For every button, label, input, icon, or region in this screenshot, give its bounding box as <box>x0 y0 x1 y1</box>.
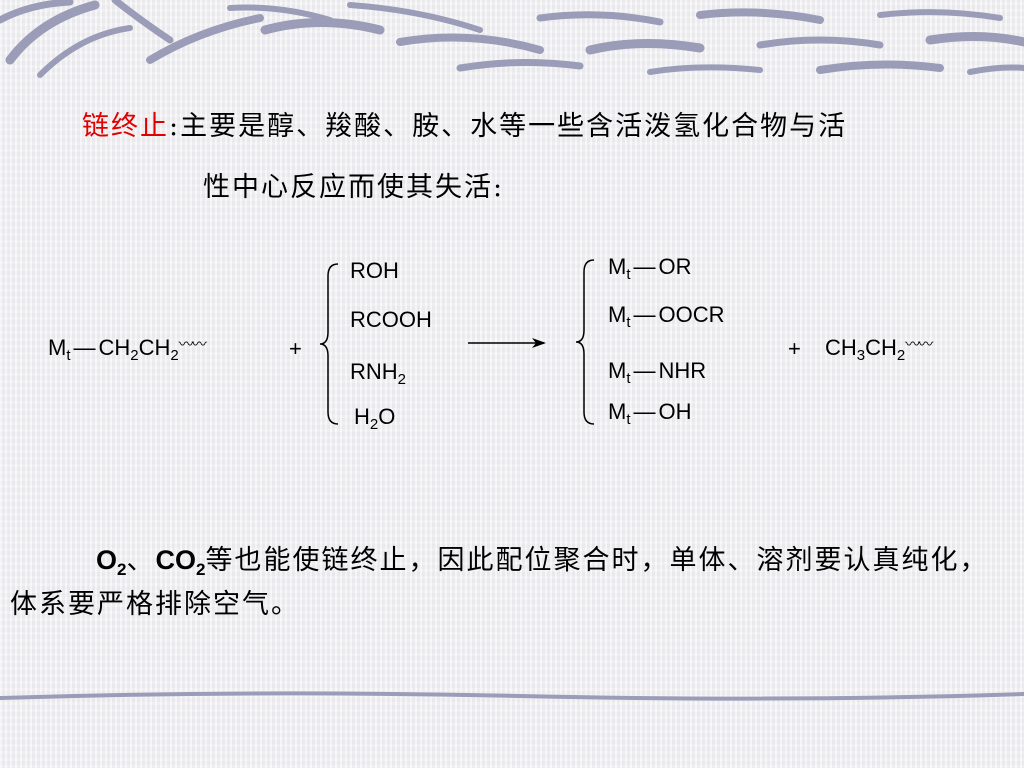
paragraph-oxygen-co2: O2、CO2等也能使链终止，因此配位聚合时，单体、溶剂要认真纯化，体系要严格排除… <box>10 538 1015 627</box>
oxygen-formula: O2 <box>96 545 126 578</box>
subscript: 2 <box>170 347 179 364</box>
oxygen-symbol: O <box>96 545 118 575</box>
decorative-wave-band <box>0 0 1024 78</box>
metal-symbol: M <box>608 399 627 424</box>
subscript: 2 <box>195 560 206 579</box>
subscript: 2 <box>369 416 379 433</box>
separator: 、 <box>126 545 156 576</box>
polymer-chain-wavy: 〰〰 <box>905 336 933 353</box>
reagent-main: H <box>354 404 370 429</box>
plus-sign: + <box>788 336 801 361</box>
paragraph2-text: 等也能使链终止，因此配位聚合时，单体、溶剂要认真纯化，体系要严格排除空气。 <box>10 545 989 620</box>
product-alkoxide: Mt—OR <box>608 254 692 283</box>
metal-symbol: M <box>608 358 627 383</box>
ch-group: CH <box>98 335 131 360</box>
product-group: OOCR <box>658 302 725 327</box>
product-carboxylate: Mt—OOCR <box>608 302 725 331</box>
left-brace-reagents <box>319 263 339 425</box>
bond-dash: — <box>73 335 96 360</box>
ch-group: CH <box>825 335 857 360</box>
metal-subscript: t <box>626 370 631 387</box>
co-symbol: CO <box>155 545 196 575</box>
bond-dash: — <box>633 254 656 279</box>
plus-sign: + <box>289 336 302 361</box>
polymer-chain-wavy: 〰〰 <box>178 336 207 353</box>
product-group: NHR <box>658 358 707 383</box>
left-brace-products <box>575 259 595 425</box>
reagent-water: H2O <box>354 404 396 433</box>
reagent-main: RCOOH <box>350 307 432 332</box>
bond-dash: — <box>633 302 656 327</box>
product-group: OH <box>658 399 692 424</box>
paragraph1-line2: 性中心反应而使其失活: <box>203 172 505 203</box>
metal-symbol: M <box>608 254 627 279</box>
reaction-arrow <box>468 338 546 348</box>
term-chain-termination: 链终止 <box>82 111 169 142</box>
subscript: 2 <box>397 371 407 388</box>
metal-symbol: M <box>608 302 627 327</box>
paragraph1-line1: 主要是醇、羧酸、胺、水等一些含活泼氢化合物与活 <box>180 111 848 142</box>
reagent-main: ROH <box>350 258 399 283</box>
product-amide: Mt—NHR <box>608 358 707 387</box>
product-group: OR <box>658 254 692 279</box>
subscript: 2 <box>117 560 127 579</box>
bond-dash: — <box>633 399 656 424</box>
reactant-formula: Mt—CH2CH2〰〰 <box>48 333 207 364</box>
bond-dash: — <box>633 358 656 383</box>
reagent-amine: RNH2 <box>350 359 407 388</box>
byproduct-formula: CH3CH2〰〰 <box>825 333 933 364</box>
co2-formula: CO2 <box>155 545 205 578</box>
metal-subscript: t <box>626 314 631 331</box>
reagent-alcohol: ROH <box>350 258 399 284</box>
ch-group: CH <box>138 335 171 360</box>
paragraph-chain-termination: 链终止:主要是醇、羧酸、胺、水等一些含活泼氢化合物与活 <box>82 104 847 143</box>
metal-subscript: t <box>66 347 71 364</box>
reagent-tail: O <box>378 404 396 429</box>
subscript: 2 <box>896 347 906 364</box>
term-colon: : <box>169 111 181 142</box>
decorative-bottom-stroke <box>0 691 1024 701</box>
subscript: 3 <box>856 347 866 364</box>
product-hydroxide: Mt—OH <box>608 399 692 428</box>
metal-subscript: t <box>626 266 631 283</box>
metal-symbol: M <box>48 335 67 360</box>
metal-subscript: t <box>626 411 631 428</box>
ch-group: CH <box>865 335 897 360</box>
reagent-carboxylic-acid: RCOOH <box>350 307 432 333</box>
reagent-main: RNH <box>350 359 398 384</box>
subscript: 2 <box>130 347 139 364</box>
